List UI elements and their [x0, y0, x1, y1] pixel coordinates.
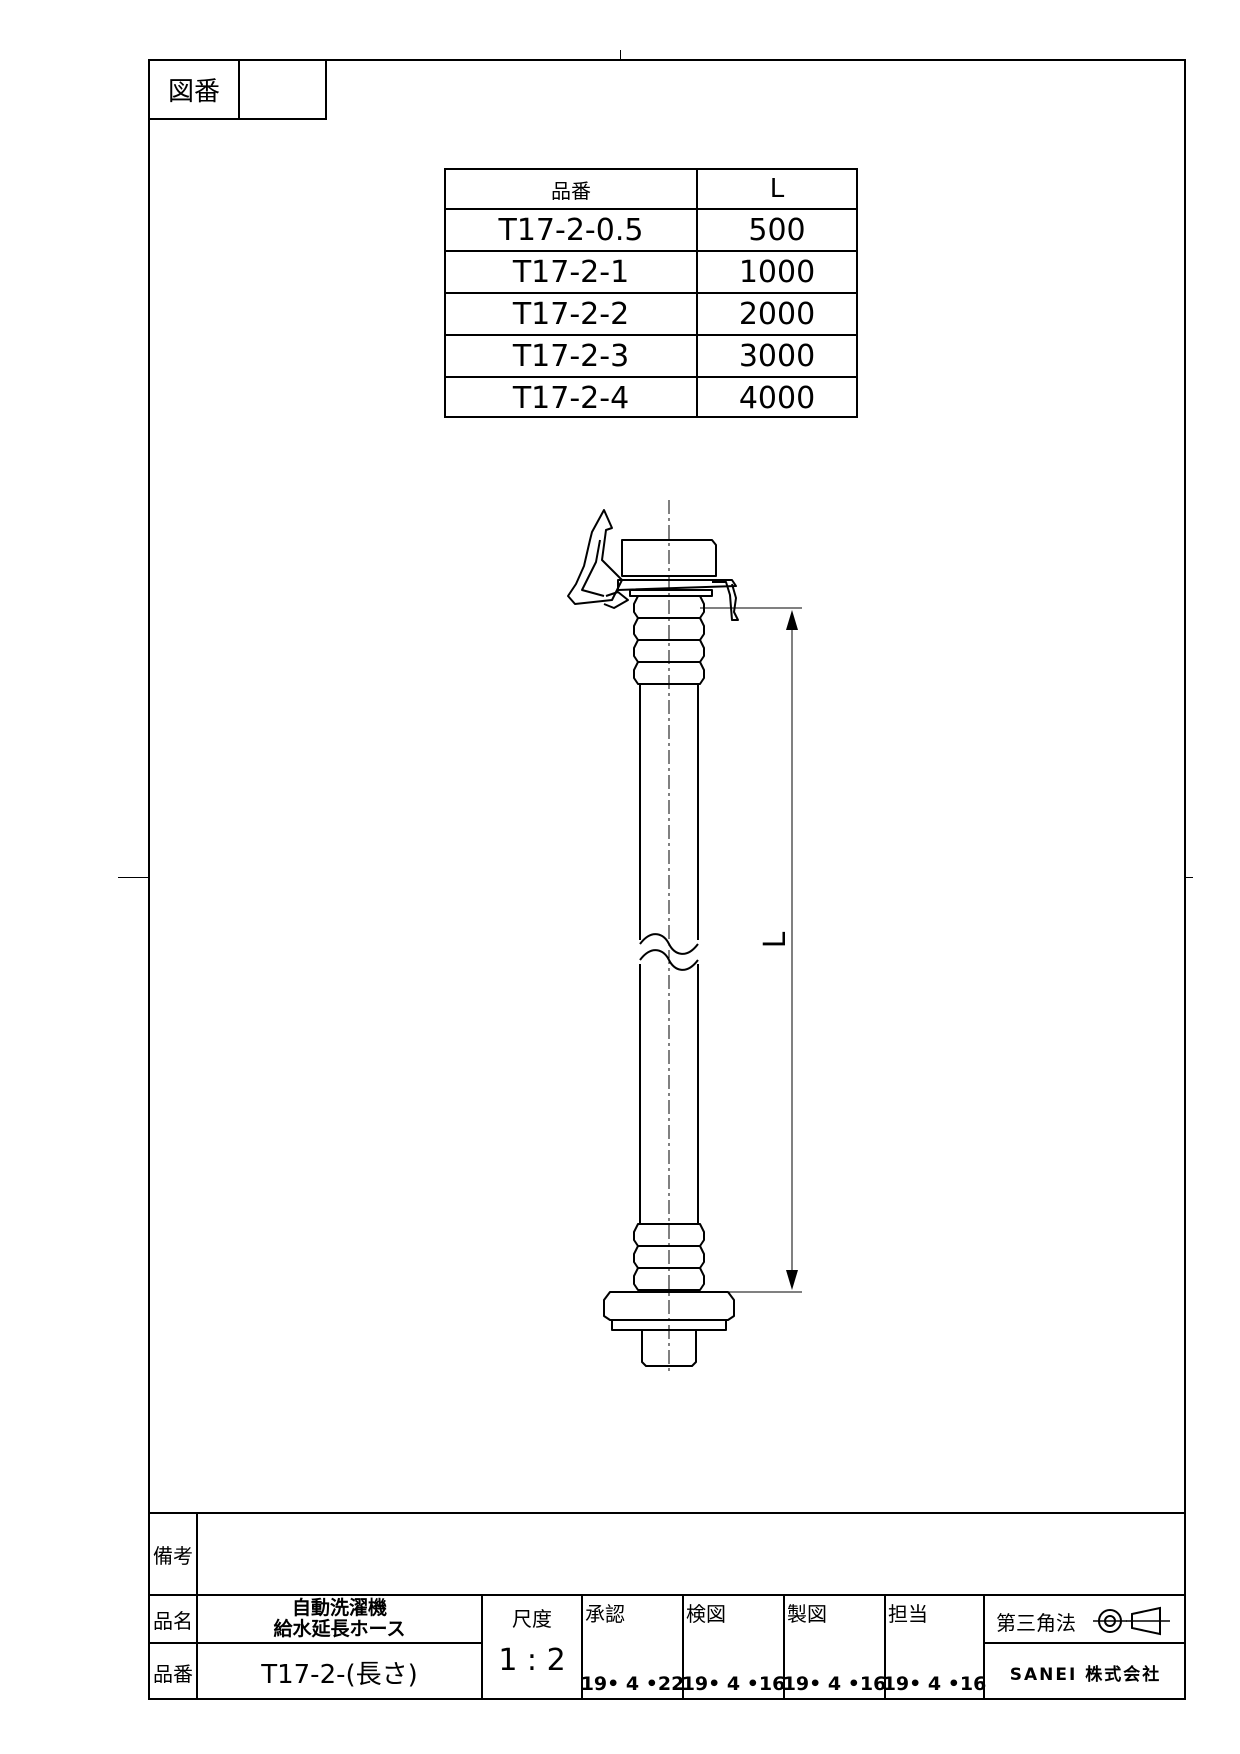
product-number-value: T17-2-(長さ)	[261, 1659, 418, 1690]
drawing-number-label: 図番	[167, 77, 220, 107]
drafting-date: 19• 4 •16	[782, 1673, 887, 1695]
table-header-part-number: 品番	[551, 178, 591, 203]
drawing-frame	[148, 59, 1186, 1700]
product-name-label: 品名	[153, 1608, 193, 1633]
table-row-length: 1000	[738, 254, 816, 290]
person-in-charge-date: 19• 4 •16	[882, 1673, 987, 1695]
left-center-tick	[118, 877, 150, 878]
dimension-label-l: L	[757, 931, 793, 949]
remarks-label: 備考	[153, 1543, 193, 1568]
right-center-tick	[1185, 877, 1193, 878]
table-row-length: 3000	[738, 338, 816, 374]
drafting-label: 製図	[787, 1602, 827, 1626]
scale-value: 1 : 2	[498, 1642, 566, 1678]
table-row-part-number: T17-2-3	[512, 338, 630, 374]
table-row-length: 500	[748, 212, 806, 248]
scale-label: 尺度	[512, 1606, 552, 1631]
table-row-length: 2000	[738, 296, 816, 332]
approval-date: 19• 4 •22	[580, 1673, 685, 1695]
product-number-label: 品番	[153, 1661, 193, 1686]
table-row-part-number: T17-2-2	[512, 296, 630, 332]
check-label: 検図	[686, 1602, 726, 1626]
table-row-length: 4000	[738, 380, 816, 416]
remarks-value	[198, 1514, 1184, 1594]
company-name: SANEI 株式会社	[1009, 1664, 1162, 1685]
projection-label: 第三角法	[996, 1611, 1076, 1635]
check-date: 19• 4 •16	[681, 1673, 786, 1695]
table-row-part-number: T17-2-0.5	[498, 212, 644, 248]
approval-label: 承認	[585, 1602, 625, 1626]
table-row-part-number: T17-2-4	[512, 380, 630, 416]
table-row-part-number: T17-2-1	[512, 254, 630, 290]
top-center-tick	[620, 50, 621, 60]
product-name-line2: 給水延長ホース	[273, 1618, 406, 1640]
product-name: 自動洗濯機 給水延長ホース	[198, 1596, 481, 1642]
person-in-charge-label: 担当	[888, 1602, 928, 1626]
product-name-line1: 自動洗濯機	[291, 1597, 387, 1619]
table-header-length: L	[769, 174, 785, 204]
